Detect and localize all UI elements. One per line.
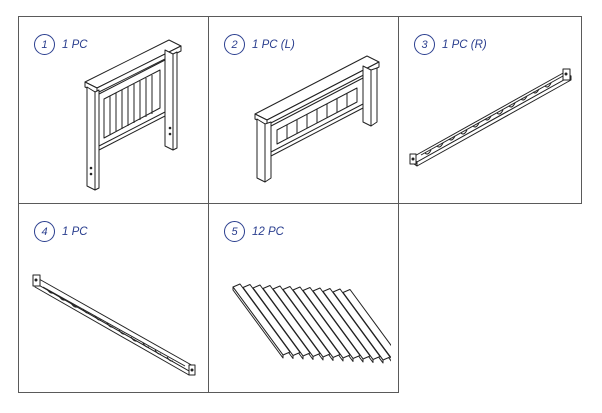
part-number-badge: 5 xyxy=(224,221,245,242)
parts-list-grid: 1 1 PC xyxy=(18,16,582,393)
part-label-2: 2 1 PC (L) xyxy=(224,34,295,55)
side-rail-right-icon xyxy=(407,62,577,172)
part-label-3: 3 1 PC (R) xyxy=(414,34,487,55)
part-number-badge: 2 xyxy=(224,34,245,55)
part-quantity: 1 PC (R) xyxy=(442,38,487,51)
part-label-4: 4 1 PC xyxy=(34,221,88,242)
part-quantity: 12 PC xyxy=(252,225,284,238)
part-cell-2: 2 1 PC (L) xyxy=(208,16,399,204)
part-label-1: 1 1 PC xyxy=(34,34,88,55)
part-cell-5: 5 12 PC xyxy=(208,203,399,393)
part-quantity: 1 PC (L) xyxy=(252,38,295,51)
part-number-badge: 1 xyxy=(34,34,55,55)
part-cell-1: 1 1 PC xyxy=(18,16,209,204)
footboard-icon xyxy=(249,42,389,192)
part-quantity: 1 PC xyxy=(62,225,88,238)
part-label-5: 5 12 PC xyxy=(224,221,284,242)
part-cell-4: 4 1 PC xyxy=(18,203,209,393)
part-cell-3: 3 1 PC (R) xyxy=(398,16,582,204)
headboard-icon xyxy=(77,32,197,202)
slat-board-edge xyxy=(233,287,283,358)
part-number-badge: 3 xyxy=(414,34,435,55)
slats-icon xyxy=(221,269,391,379)
part-number-badge: 4 xyxy=(34,221,55,242)
side-rail-left-icon xyxy=(31,269,201,379)
part-quantity: 1 PC xyxy=(62,38,88,51)
